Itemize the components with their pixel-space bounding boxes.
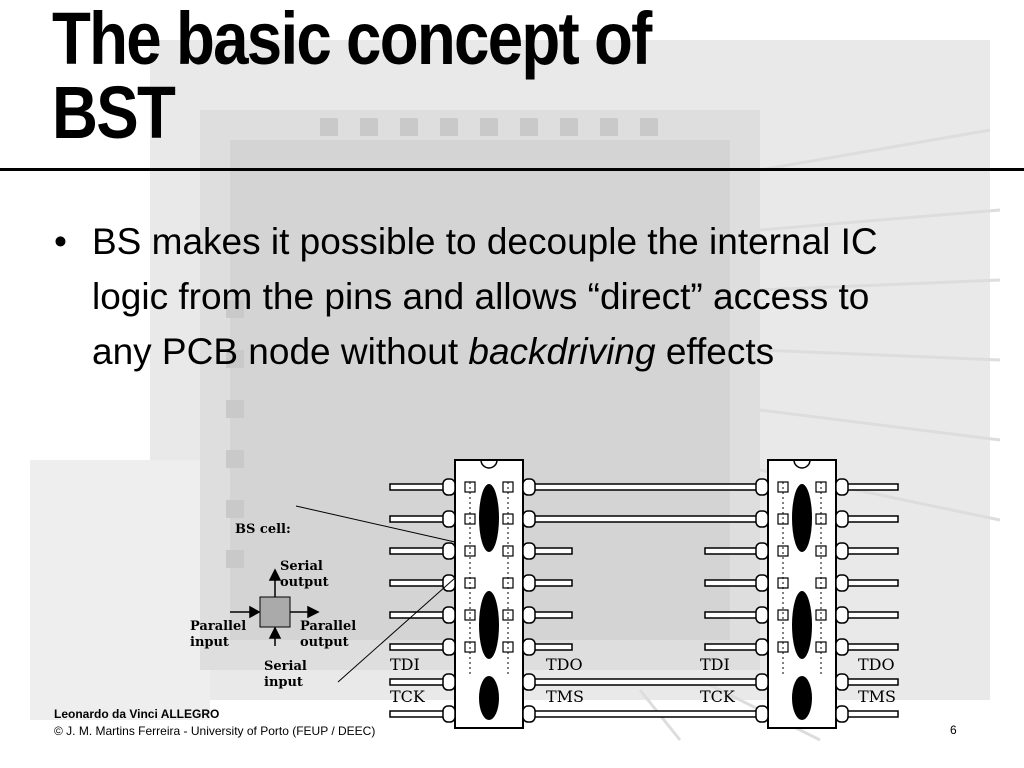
tap-bus-line bbox=[389, 678, 899, 686]
ic-pin bbox=[755, 478, 769, 496]
bullet-emphasis: backdriving bbox=[468, 331, 656, 372]
tap-pin bbox=[755, 705, 769, 723]
pcb-trace bbox=[389, 643, 451, 651]
footer: Leonardo da Vinci ALLEGRO © J. M. Martin… bbox=[54, 706, 375, 740]
ic-core-logic bbox=[792, 484, 812, 552]
title-line-1: The basic concept of bbox=[52, 0, 652, 80]
footer-author: Leonardo da Vinci ALLEGRO bbox=[54, 707, 220, 721]
bs-cell-heading: BS cell: bbox=[235, 522, 291, 537]
bs-cell-box bbox=[259, 596, 291, 628]
bs-cell bbox=[815, 609, 827, 621]
bs-cell-arrows bbox=[230, 568, 320, 646]
bullet-text-before: BS makes it possible to decouple the int… bbox=[92, 221, 878, 372]
left-tdi-label: TDI bbox=[390, 655, 420, 674]
ic-pin bbox=[522, 542, 536, 560]
tap-pin bbox=[522, 705, 536, 723]
tap-pin bbox=[835, 673, 849, 691]
ic-pin bbox=[442, 542, 456, 560]
pcb-trace bbox=[389, 483, 451, 491]
ic-notch bbox=[793, 459, 811, 469]
bullet-text: BS makes it possible to decouple the int… bbox=[92, 214, 912, 379]
tap-pin bbox=[442, 673, 456, 691]
ic-pin bbox=[522, 574, 536, 592]
parallel-input-label-1: Parallel bbox=[190, 619, 246, 634]
ic-pin bbox=[442, 638, 456, 656]
ic-pin bbox=[442, 510, 456, 528]
pcb-trace bbox=[389, 547, 451, 555]
bs-cell bbox=[464, 609, 476, 621]
parallel-output-label-2: output bbox=[300, 635, 349, 650]
bs-cell bbox=[777, 609, 789, 621]
serial-output-label-2: output bbox=[280, 575, 329, 590]
bs-cell-pointer bbox=[295, 505, 456, 543]
ic-pin bbox=[835, 478, 849, 496]
pcb-trace bbox=[527, 515, 769, 523]
ic-core-logic bbox=[479, 591, 499, 659]
bs-cell bbox=[502, 545, 514, 557]
slide-title: The basic concept of BST bbox=[52, 2, 826, 150]
pcb-trace bbox=[389, 515, 451, 523]
bs-cell-pointer bbox=[337, 577, 456, 683]
ic-pin bbox=[522, 510, 536, 528]
tap-controller bbox=[479, 676, 499, 720]
ic-pin bbox=[522, 638, 536, 656]
serial-output-label-1: Serial bbox=[280, 559, 323, 574]
ic-pin bbox=[755, 606, 769, 624]
right-tck-label: TCK bbox=[700, 687, 736, 706]
left-tck-label: TCK bbox=[390, 687, 426, 706]
parallel-input-label-2: input bbox=[190, 635, 229, 650]
ic-pin bbox=[522, 478, 536, 496]
ic-pin bbox=[442, 606, 456, 624]
right-tdi-label: TDI bbox=[700, 655, 730, 674]
pcb-trace bbox=[389, 611, 451, 619]
tap-pin bbox=[522, 673, 536, 691]
bs-cell bbox=[777, 545, 789, 557]
bullet-text-after: effects bbox=[655, 331, 775, 372]
title-rule bbox=[0, 168, 1024, 171]
ic-pin bbox=[755, 638, 769, 656]
ic-pin bbox=[442, 478, 456, 496]
ic-pin bbox=[835, 574, 849, 592]
tap-bus-line bbox=[389, 710, 899, 718]
pcb-trace bbox=[527, 483, 769, 491]
ic-pin bbox=[835, 510, 849, 528]
bullet-dot-icon: • bbox=[54, 221, 67, 262]
ic-pin bbox=[835, 606, 849, 624]
tap-pin bbox=[442, 705, 456, 723]
ic-notch bbox=[480, 459, 498, 469]
ic-pin bbox=[835, 542, 849, 560]
ic-pin bbox=[755, 542, 769, 560]
ic-pin bbox=[835, 638, 849, 656]
footer-copyright: © J. M. Martins Ferreira - University of… bbox=[54, 724, 376, 738]
parallel-output-label-1: Parallel bbox=[300, 619, 356, 634]
tap-controller bbox=[792, 676, 812, 720]
right-tms-label: TMS bbox=[858, 687, 896, 706]
right-tdo-label: TDO bbox=[858, 655, 895, 674]
bs-cell bbox=[502, 609, 514, 621]
ic-pin bbox=[755, 574, 769, 592]
left-ic bbox=[442, 459, 536, 729]
title-line-2: BST bbox=[52, 71, 176, 154]
page-number: 6 bbox=[950, 723, 957, 737]
left-tms-label: TMS bbox=[546, 687, 584, 706]
tap-pin bbox=[835, 705, 849, 723]
bs-cell bbox=[815, 545, 827, 557]
bs-cell bbox=[464, 545, 476, 557]
ic-core-logic bbox=[479, 484, 499, 552]
ic-pin bbox=[522, 606, 536, 624]
pcb-trace bbox=[389, 579, 451, 587]
tap-pin bbox=[755, 673, 769, 691]
ic-pin bbox=[755, 510, 769, 528]
serial-input-label-1: Serial bbox=[264, 659, 307, 674]
right-ic bbox=[755, 459, 849, 729]
serial-input-label-2: input bbox=[264, 675, 303, 690]
ic-core-logic bbox=[792, 591, 812, 659]
left-tdo-label: TDO bbox=[546, 655, 583, 674]
